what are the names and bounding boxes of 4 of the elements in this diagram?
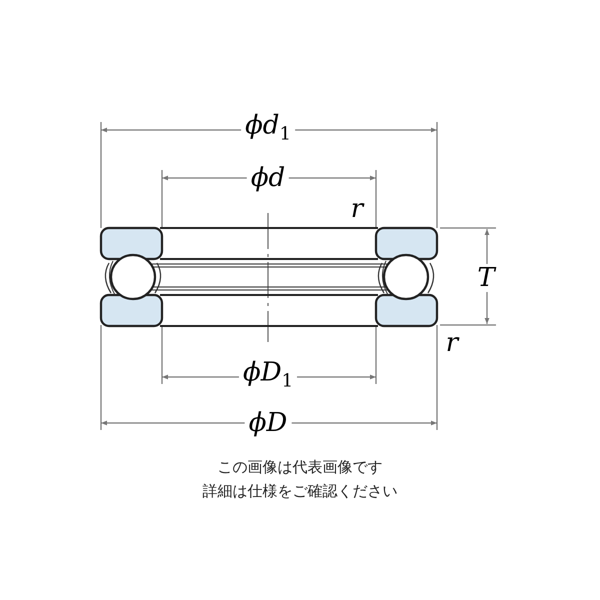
dimension-label: ϕD bbox=[244, 409, 292, 437]
note-text: 詳細は仕様をご確認ください bbox=[202, 482, 398, 500]
note-text: この画像は代表画像です bbox=[218, 458, 382, 476]
dimension-label: ϕd bbox=[246, 164, 290, 192]
